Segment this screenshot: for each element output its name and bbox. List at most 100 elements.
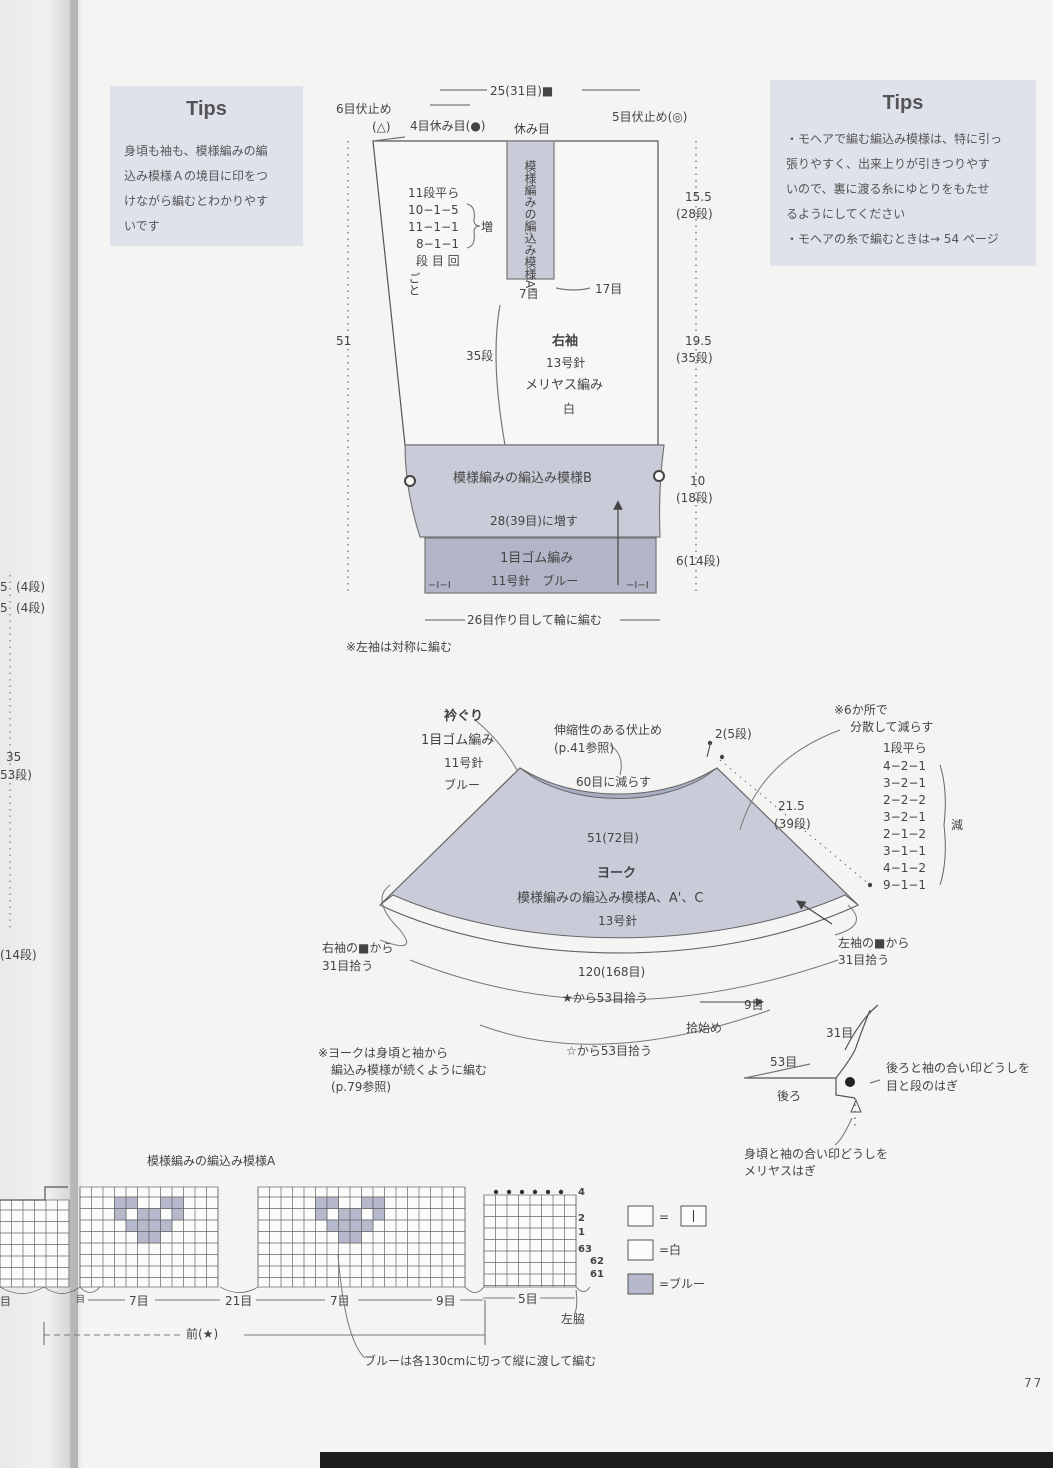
yoke-collar: 衿ぐり xyxy=(444,708,483,724)
sleeve-pattern-a2-stripe xyxy=(506,140,555,280)
yoke-dec-line-5: 2−1−2 xyxy=(883,827,926,841)
tips-box-left: Tips 身頃も袖も、模様編みの編 込み模様Ａの境目に印をつ けながら編むとわか… xyxy=(110,86,303,246)
sleeve-pattern-a2-label: 模様編みの編込み模様A' xyxy=(523,160,537,292)
tips-text-left: 身頃も袖も、模様編みの編 込み模様Ａの境目に印をつ けながら編むとわかりやす い… xyxy=(124,144,269,233)
tips-text-right: ・モヘアで編む編込み模様は、特に引っ 張りやすく、出来上りが引きつりやす いので… xyxy=(786,132,1003,246)
chart-blue-cell xyxy=(349,1208,362,1221)
legend-eq: = xyxy=(659,1210,669,1224)
yoke-lower-band xyxy=(379,894,859,954)
join-dot xyxy=(845,1077,855,1087)
sleeve-bind-off-6: 6目伏止め xyxy=(336,102,392,116)
sleeve-pattern-b-band xyxy=(404,444,665,538)
yoke-dec-line-7: 4−1−2 xyxy=(883,861,926,875)
yoke-pick-start: 拾始め xyxy=(686,1020,722,1035)
sleeve-total-length: 51 xyxy=(336,334,351,348)
chart-blue-cell xyxy=(361,1219,374,1232)
yoke-w120: 120(168目) xyxy=(578,965,645,979)
yoke-needle: 13号針 xyxy=(598,913,637,928)
legend-white: =白 xyxy=(659,1242,681,1257)
chart-legend: = =白 =ブルー xyxy=(627,1205,707,1295)
join-triangle xyxy=(850,1098,862,1113)
chart-blue-cell xyxy=(315,1208,328,1221)
yoke-star-pick: ★から53目拾う xyxy=(562,990,648,1005)
chart-blue-cell xyxy=(148,1219,161,1232)
sleeve-bind-off-5: 5目伏止め(◎) xyxy=(612,110,687,124)
chart-blue-cell xyxy=(326,1196,339,1209)
tips-box-right: Tips ・モヘアで編む編込み模様は、特に引っ 張りやすく、出来上りが引きつりや… xyxy=(770,80,1036,266)
chart-blue-cell xyxy=(372,1196,385,1209)
yoke-right-pick2: 31目拾う xyxy=(322,958,373,973)
yoke-stretch-ref: (p.41参照) xyxy=(554,740,614,755)
chart-blue-cell xyxy=(338,1219,351,1232)
join-graft1: 後ろと袖の合い印どうしを xyxy=(886,1060,1030,1075)
sleeve-rows35: 35段 xyxy=(466,348,493,363)
tips-title-left: Tips xyxy=(186,98,227,120)
sleeve-dim-10: 10 xyxy=(690,474,705,488)
page-number: 77 xyxy=(1024,1376,1044,1390)
sleeve-pattern-b: 模様編みの編込み模様B xyxy=(453,470,592,486)
sleeve-dim-155: 15.5 xyxy=(685,190,712,204)
chart-row-63: 63 xyxy=(578,1244,592,1255)
join-st31: 31目 xyxy=(826,1026,853,1040)
chart-title: 模様編みの編込み模様A xyxy=(147,1153,276,1168)
chart-row-61: 61 xyxy=(590,1269,604,1280)
yoke-collar-band xyxy=(519,767,718,800)
sleeve-inc-header: 段 目 回 xyxy=(416,253,460,268)
sleeve-rest-4: 4目休み目(●) xyxy=(410,119,485,133)
yoke-rows-2: 2(5段) xyxy=(715,726,752,741)
sleeve-note: ※左袖は対称に編む xyxy=(346,639,452,654)
chart-blue-cell xyxy=(148,1208,161,1221)
chart-left-side: 左脇 xyxy=(561,1311,585,1326)
yoke-dec-line-4: 3−2−1 xyxy=(883,810,926,824)
join-kitch1: 身頃と袖の合い印どうしを xyxy=(744,1146,888,1161)
join-kitch2: メリヤスはぎ xyxy=(744,1164,816,1178)
chart-blue-cell xyxy=(148,1231,161,1244)
yoke-dec-line-6: 3−1−1 xyxy=(883,844,926,858)
chart-blue-cell xyxy=(171,1208,184,1221)
chart-blue-cell xyxy=(361,1196,374,1209)
sleeve-inc-line-3: 8−1−1 xyxy=(416,237,459,251)
chart-blue-cell xyxy=(114,1196,127,1209)
sleeve-dim-195: 19.5 xyxy=(685,334,712,348)
sleeve-color: 白 xyxy=(563,401,575,416)
sleeve-diagram xyxy=(347,89,697,621)
chart-blue-cell xyxy=(137,1231,150,1244)
chart-blue-cell xyxy=(349,1231,362,1244)
chart-st9: 9目 xyxy=(436,1294,456,1308)
join-graft2: 目と段のはぎ xyxy=(886,1078,958,1093)
legend-blue: =ブルー xyxy=(659,1276,705,1291)
sleeve-needle: 13号針 xyxy=(546,355,585,370)
yoke-pattern: 模様編みの編込み模様A、A'、C xyxy=(517,890,703,906)
yoke-name: ヨーク xyxy=(597,866,636,881)
sleeve-dim-155-rows: (28段) xyxy=(676,206,713,221)
chart-front: 前(★) xyxy=(186,1326,218,1341)
svg-text:(14段): (14段) xyxy=(0,947,37,962)
yoke-collar-rib: 1目ゴム編み xyxy=(421,732,494,748)
page-bottom-shadow xyxy=(320,1452,1053,1468)
yoke-dec-line-1: 4−2−1 xyxy=(883,759,926,773)
join-st53: 53目 xyxy=(770,1055,797,1069)
sleeve-tri-mark: (△) xyxy=(372,120,391,134)
chart-note: ブルーは各130cmに切って縦に渡して編む xyxy=(364,1353,596,1368)
sleeve-rib-label: 1目ゴム編み xyxy=(500,550,573,566)
colorwork-chart xyxy=(0,1186,591,1294)
yoke-note-2: 編込み模様が続くように編む xyxy=(331,1062,487,1077)
svg-text:(4段): (4段) xyxy=(16,579,45,594)
yoke-dim-215-rows: (39段) xyxy=(774,816,811,831)
yoke-note-3: (p.79参照) xyxy=(331,1079,391,1094)
sleeve-inc-line-1: 10−1−5 xyxy=(408,203,459,217)
yoke-diagram xyxy=(378,719,946,1045)
yoke-dec-line-2: 3−2−1 xyxy=(883,776,926,790)
yoke-left-pick2: 31目拾う xyxy=(838,952,889,967)
sleeve-top-width: 25(31目)■ xyxy=(490,84,553,98)
chart-blue-cell xyxy=(349,1219,362,1232)
chart-blue-cell xyxy=(338,1208,351,1221)
chart-blue-cell xyxy=(137,1208,150,1221)
yoke-dim-215: 21.5 xyxy=(778,799,805,813)
yoke-right-pick: 右袖の■から xyxy=(322,940,393,955)
yoke-collar-color: ブルー xyxy=(444,777,480,792)
sleeve-increase-to: 28(39目)に増す xyxy=(490,514,578,528)
sleeve-st17: 17目 xyxy=(595,282,622,296)
chart-edge-b: 目 xyxy=(76,1294,85,1305)
